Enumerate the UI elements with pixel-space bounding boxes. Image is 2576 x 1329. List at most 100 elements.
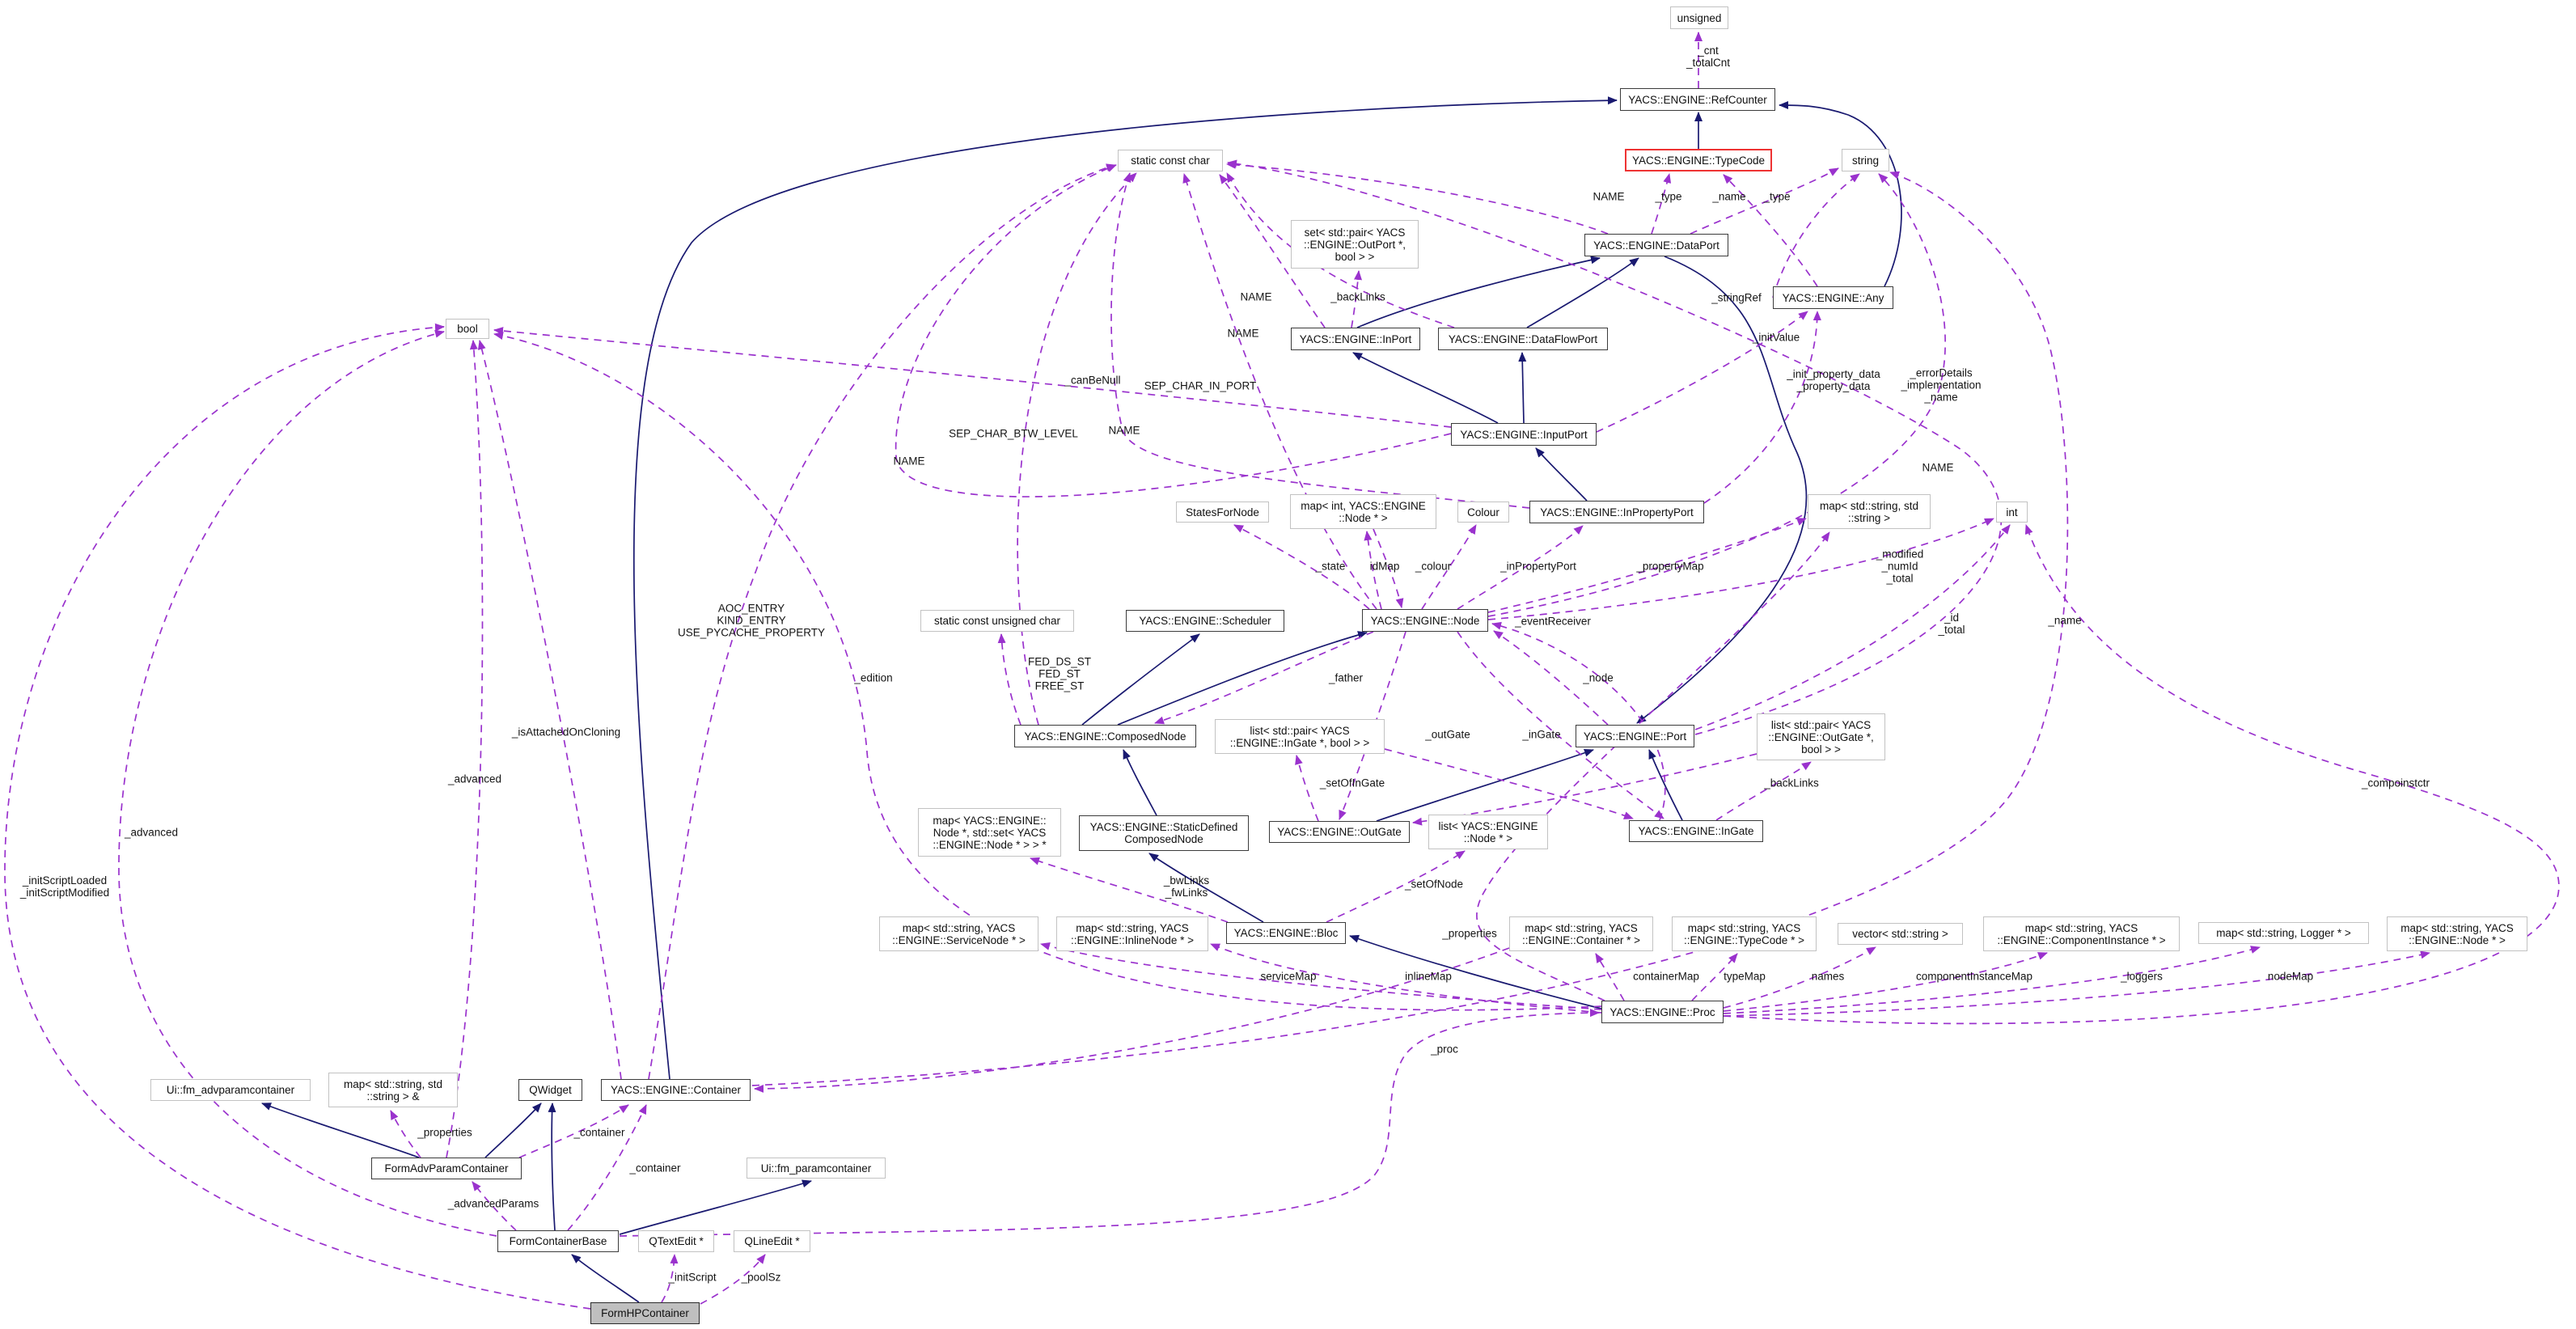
edge-ingate-port bbox=[1648, 749, 1683, 821]
edge-port-node bbox=[1493, 630, 1609, 726]
edge-formadv-container bbox=[518, 1104, 629, 1158]
class-box-refcounter[interactable]: YACS::ENGINE::RefCounter bbox=[1620, 88, 1775, 111]
edge-dataport-string bbox=[1690, 167, 1839, 235]
edge-proc-map_container bbox=[1595, 953, 1625, 1001]
class-box-map_typecode: map< std::string, YACS ::ENGINE::TypeCod… bbox=[1672, 916, 1817, 951]
edge-proc-map_typecode bbox=[1691, 953, 1738, 1001]
class-box-formadv[interactable]: FormAdvParamContainer bbox=[371, 1158, 522, 1179]
class-box-list_outgate: list< std::pair< YACS ::ENGINE::OutGate … bbox=[1757, 713, 1885, 760]
edge-container-string bbox=[751, 171, 2069, 1086]
edge-inputport-scc bbox=[895, 164, 1452, 497]
edge-outgate-list_ingate bbox=[1295, 755, 1319, 822]
edge-inputport-dataflowport bbox=[1518, 352, 1527, 424]
class-box-bool: bool bbox=[446, 319, 489, 339]
class-box-ui_adv: Ui::fm_advparamcontainer bbox=[150, 1079, 311, 1101]
edge-outgate-port bbox=[1376, 748, 1594, 822]
class-box-dataflowport[interactable]: YACS::ENGINE::DataFlowPort bbox=[1438, 328, 1608, 350]
edge-port-int bbox=[1694, 524, 2011, 730]
edge-inport-scc bbox=[1219, 174, 1326, 328]
class-box-set_outport: set< std::pair< YACS ::ENGINE::OutPort *… bbox=[1291, 220, 1419, 269]
class-box-qlineedit: QLineEdit * bbox=[734, 1230, 810, 1252]
edge-proc-int bbox=[1723, 524, 2560, 1025]
class-box-formbase[interactable]: FormContainerBase bbox=[497, 1230, 619, 1252]
edge-proc-map_servicenode bbox=[1040, 942, 1602, 1010]
edge-composednode-scheduler bbox=[1081, 633, 1200, 726]
edge-formbase-bool bbox=[118, 329, 497, 1237]
class-box-container[interactable]: YACS::ENGINE::Container bbox=[601, 1079, 751, 1101]
edge-inport-set_outport bbox=[1351, 270, 1362, 328]
edge-proc-bloc bbox=[1349, 934, 1602, 1009]
class-box-inport[interactable]: YACS::ENGINE::InPort bbox=[1291, 328, 1420, 350]
class-box-inputport[interactable]: YACS::ENGINE::InputPort bbox=[1451, 423, 1597, 446]
edge-bloc-map_node_set bbox=[1030, 857, 1229, 923]
edge-proc-bool bbox=[493, 332, 1602, 1011]
edge-composednode-scc bbox=[1017, 172, 1137, 726]
class-box-map_int_node: map< int, YACS::ENGINE ::Node * > bbox=[1290, 494, 1436, 529]
class-box-statesfornode: StatesForNode bbox=[1176, 502, 1269, 523]
edge-node-map_ss bbox=[1487, 518, 1807, 613]
class-box-scheduler[interactable]: YACS::ENGINE::Scheduler bbox=[1126, 610, 1284, 632]
class-box-string: string bbox=[1842, 149, 1889, 171]
edge-map_int_node-node bbox=[1373, 528, 1404, 608]
edge-sdcn-composednode bbox=[1123, 749, 1157, 816]
edge-inputport-inport bbox=[1352, 352, 1499, 424]
edge-node-int bbox=[1487, 518, 1994, 620]
edge-container-refcounter bbox=[632, 96, 1618, 1080]
class-box-outgate[interactable]: YACS::ENGINE::OutGate bbox=[1269, 821, 1410, 843]
class-box-map_ss: map< std::string, std ::string > bbox=[1808, 494, 1931, 529]
edge-formbase-container bbox=[567, 1104, 647, 1231]
class-box-ui_param: Ui::fm_paramcontainer bbox=[747, 1158, 886, 1179]
edge-bloc-list_node bbox=[1326, 850, 1466, 923]
edge-inpropertyport-scc bbox=[1110, 172, 1530, 509]
class-box-map_inlinenode: map< std::string, YACS ::ENGINE::InlineN… bbox=[1056, 916, 1208, 951]
class-box-inpropertyport[interactable]: YACS::ENGINE::InPropertyPort bbox=[1529, 501, 1704, 523]
edge-node-inpropertyport bbox=[1457, 525, 1584, 610]
class-box-dataport[interactable]: YACS::ENGINE::DataPort bbox=[1584, 234, 1728, 256]
edge-proc-map_inlinenode bbox=[1210, 943, 1602, 1014]
edge-formhp-qtextedit bbox=[661, 1254, 679, 1303]
edge-node-scc bbox=[1182, 173, 1377, 610]
class-box-map_logger: map< std::string, Logger * > bbox=[2198, 922, 2369, 944]
edge-dataport-typecode bbox=[1651, 173, 1672, 235]
edge-composednode-node bbox=[1117, 631, 1368, 726]
edge-ingate-node bbox=[1491, 621, 1666, 821]
edge-formadv-ui_adv bbox=[261, 1103, 420, 1158]
class-box-ingate[interactable]: YACS::ENGINE::InGate bbox=[1629, 820, 1763, 842]
edge-port-scc bbox=[1227, 159, 2003, 735]
edge-formbase-ui_param bbox=[619, 1179, 812, 1235]
class-box-int: int bbox=[1996, 502, 2028, 523]
class-box-formhp: FormHPContainer bbox=[590, 1302, 700, 1324]
edge-proc-vector_string bbox=[1723, 946, 1876, 1009]
edge-ingate-list_outgate bbox=[1715, 761, 1812, 821]
edge-formbase-qwidget bbox=[548, 1103, 556, 1231]
class-box-any[interactable]: YACS::ENGINE::Any bbox=[1773, 286, 1893, 309]
edge-node-colour bbox=[1421, 524, 1477, 610]
class-box-qtextedit: QTextEdit * bbox=[638, 1230, 714, 1252]
class-box-composednode[interactable]: YACS::ENGINE::ComposedNode bbox=[1014, 725, 1196, 747]
class-box-map_container: map< std::string, YACS ::ENGINE::Contain… bbox=[1509, 916, 1653, 951]
class-box-typecode[interactable]: YACS::ENGINE::TypeCode bbox=[1625, 149, 1772, 171]
edge-composednode-scuc bbox=[997, 633, 1022, 726]
edge-map_container-container bbox=[754, 947, 1510, 1093]
class-box-qwidget[interactable]: QWidget bbox=[518, 1079, 582, 1101]
edge-formbase-formadv bbox=[472, 1181, 517, 1231]
edge-formhp-formbase bbox=[571, 1254, 640, 1303]
class-box-port[interactable]: YACS::ENGINE::Port bbox=[1576, 725, 1694, 747]
class-box-unsigned: unsigned bbox=[1670, 6, 1728, 29]
edge-inputport-bool bbox=[493, 327, 1452, 428]
class-box-proc[interactable]: YACS::ENGINE::Proc bbox=[1601, 1001, 1724, 1023]
edge-node-statesfornode bbox=[1233, 524, 1370, 610]
edge-proc-map_node2 bbox=[1723, 950, 2430, 1017]
class-box-bloc[interactable]: YACS::ENGINE::Bloc bbox=[1226, 922, 1346, 944]
edge-formhp-qlineedit bbox=[700, 1254, 766, 1305]
class-box-map_node_set: map< YACS::ENGINE:: Node *, std::set< YA… bbox=[918, 808, 1061, 857]
edge-node-string bbox=[1487, 173, 1946, 617]
edge-dataflowport-dataport bbox=[1526, 257, 1639, 328]
class-box-node[interactable]: YACS::ENGINE::Node bbox=[1362, 609, 1488, 632]
class-box-sdcn[interactable]: YACS::ENGINE::StaticDefined ComposedNode bbox=[1079, 815, 1249, 851]
edge-list_outgate-outgate bbox=[1412, 753, 1758, 826]
edge-any-string bbox=[1772, 173, 1860, 298]
edge-any-refcounter bbox=[1779, 101, 1902, 287]
